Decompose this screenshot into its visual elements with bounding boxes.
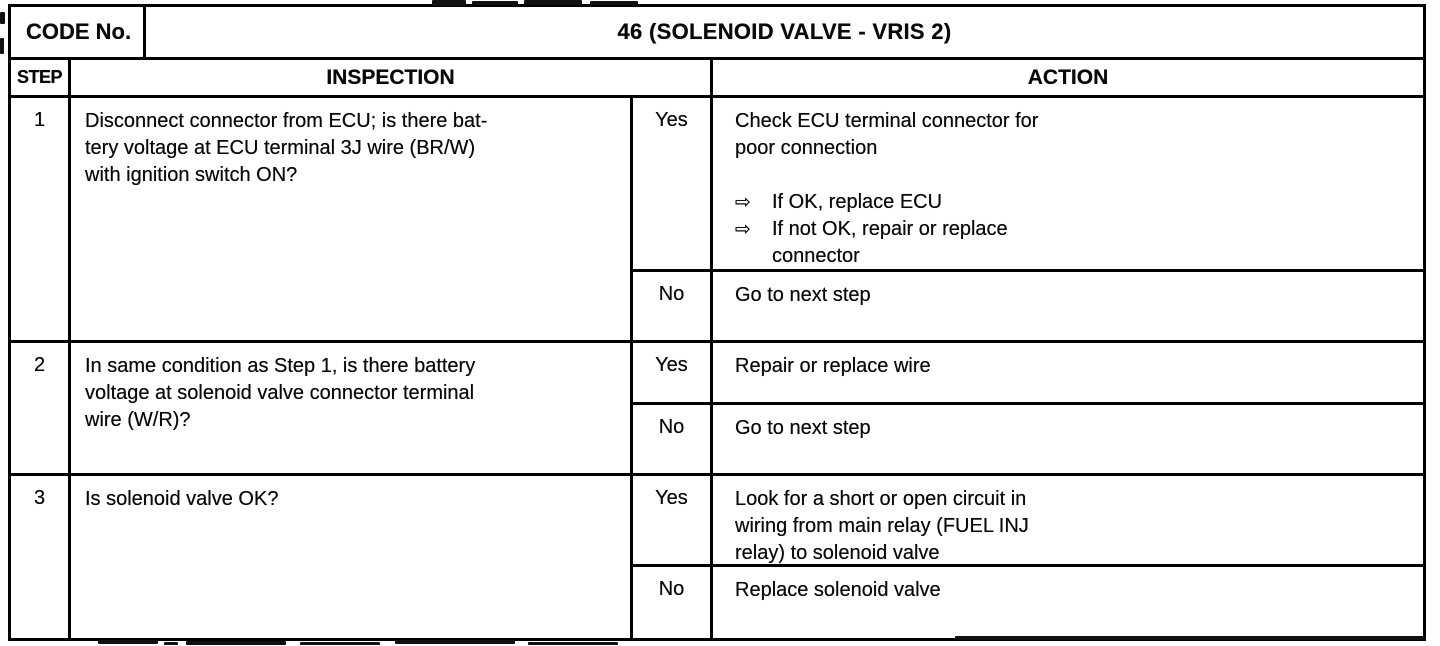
scan-artifact xyxy=(432,0,466,6)
branches: Yes Check ECU terminal connector for poo… xyxy=(633,98,1423,340)
scan-artifact xyxy=(955,636,1425,640)
answer-yes-cell: Yes xyxy=(633,98,713,269)
branch-yes: Yes Look for a short or open circuit in … xyxy=(633,476,1423,567)
scan-artifact xyxy=(186,641,286,645)
diagnostic-code-table: CODE No. 46 (SOLENOID VALVE - VRIS 2) ST… xyxy=(8,4,1426,641)
scan-artifact xyxy=(590,1,638,5)
action-text: Check ECU terminal connector for poor co… xyxy=(735,110,1039,159)
branch-no: No Replace solenoid valve xyxy=(633,567,1423,638)
answer-yes-cell: Yes xyxy=(633,476,713,564)
code-title: 46 (SOLENOID VALVE - VRIS 2) xyxy=(617,19,952,44)
scan-artifact xyxy=(300,642,380,645)
step-number: 3 xyxy=(11,476,71,638)
action-cell: Check ECU terminal connector for poor co… xyxy=(713,98,1423,269)
action-cell: Go to next step xyxy=(713,405,1423,473)
bullet-text: If OK, replace ECU xyxy=(772,191,943,213)
inspection-cell: In same condition as Step 1, is there ba… xyxy=(71,343,633,473)
rightwards-white-arrow-icon: ⇨ xyxy=(735,192,751,213)
inspection-cell: Is solenoid valve OK? xyxy=(71,476,633,638)
column-header-action: ACTION xyxy=(1027,65,1109,89)
action-cell: Replace solenoid valve xyxy=(713,567,1423,638)
bullet-list: ⇨ If OK, replace ECU ⇨ If not OK, repair… xyxy=(735,189,1403,270)
action-cell: Go to next step xyxy=(713,272,1423,340)
scan-artifact xyxy=(164,642,178,645)
action-text: Go to next step xyxy=(735,417,871,439)
scan-artifact xyxy=(0,12,5,24)
action-cell: Repair or replace wire xyxy=(713,343,1423,402)
scan-artifact xyxy=(472,1,518,5)
bullet-item: ⇨ If OK, replace ECU xyxy=(735,189,1403,216)
answer-no-cell: No xyxy=(633,405,713,473)
action-cell: Look for a short or open circuit in wiri… xyxy=(713,476,1423,564)
scan-artifact xyxy=(98,640,158,644)
branches: Yes Repair or replace wire No Go to next… xyxy=(633,343,1423,473)
bullet-text: If not OK, repair or replace connector xyxy=(772,218,1008,267)
branch-no: No Go to next step xyxy=(633,272,1423,340)
code-no-label: CODE No. xyxy=(11,7,146,57)
step-row-3: 3 Is solenoid valve OK? Yes Look for a s… xyxy=(11,476,1423,638)
scan-artifact xyxy=(0,38,4,54)
scan-artifact xyxy=(528,642,618,645)
step-number: 2 xyxy=(11,343,71,473)
column-header-step: STEP xyxy=(11,60,71,95)
rightwards-white-arrow-icon: ⇨ xyxy=(735,219,751,240)
scan-artifact xyxy=(524,0,582,5)
answer-no-cell: No xyxy=(633,567,713,638)
bullet-item: ⇨ If not OK, repair or replace connector xyxy=(735,216,1403,270)
action-text: Repair or replace wire xyxy=(735,355,931,377)
answer-yes-cell: Yes xyxy=(633,343,713,402)
inspection-cell: Disconnect connector from ECU; is there … xyxy=(71,98,633,340)
branch-yes: Yes Repair or replace wire xyxy=(633,343,1423,405)
title-row: CODE No. 46 (SOLENOID VALVE - VRIS 2) xyxy=(11,7,1423,60)
action-text: Look for a short or open circuit in wiri… xyxy=(735,488,1029,564)
action-text: Replace solenoid valve xyxy=(735,579,941,601)
answer-no-cell: No xyxy=(633,272,713,340)
branches: Yes Look for a short or open circuit in … xyxy=(633,476,1423,638)
branch-yes: Yes Check ECU terminal connector for poo… xyxy=(633,98,1423,272)
step-row-2: 2 In same condition as Step 1, is there … xyxy=(11,343,1423,476)
branch-no: No Go to next step xyxy=(633,405,1423,473)
column-header-row: STEP INSPECTION ACTION xyxy=(11,60,1423,98)
scan-artifact xyxy=(395,640,515,644)
column-header-inspection: INSPECTION xyxy=(71,60,713,95)
action-text: Go to next step xyxy=(735,284,871,306)
step-number: 1 xyxy=(11,98,71,340)
step-row-1: 1 Disconnect connector from ECU; is ther… xyxy=(11,98,1423,343)
